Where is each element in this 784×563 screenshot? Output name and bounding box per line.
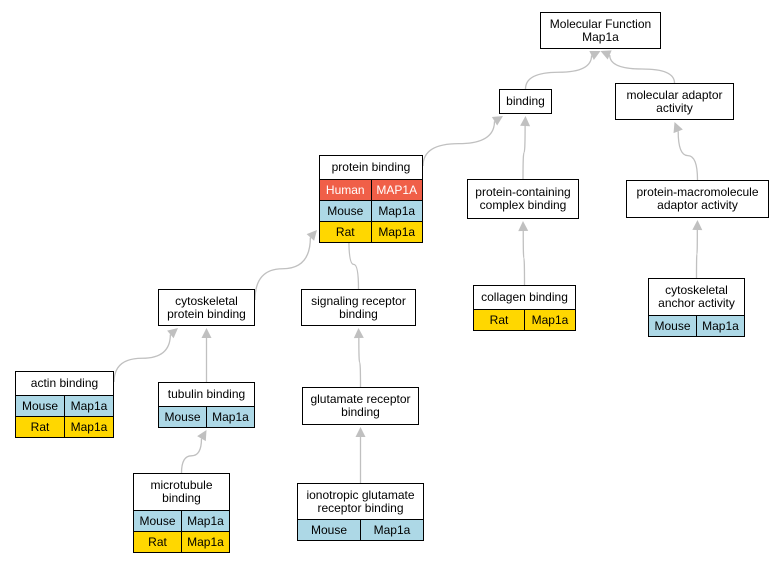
- annotation-row-rat: Rat Map1a: [320, 221, 422, 242]
- arrowhead-icon: [201, 328, 212, 338]
- gene-cell: Map1a: [64, 417, 113, 437]
- edge-line: [522, 230, 526, 286]
- arrowhead-icon: [353, 328, 364, 339]
- go-term-label: protein-macromolecule adaptor activity: [636, 185, 759, 212]
- gene-cell: Map1a: [181, 532, 229, 552]
- go-term-signaling-receptor-binding: signaling receptor binding: [301, 289, 416, 326]
- edge-line: [609, 54, 676, 84]
- annotation-row-mouse: Mouse Map1a: [649, 315, 744, 336]
- edge-line: [422, 121, 496, 167]
- edge-line: [254, 237, 312, 301]
- gene-cell: Map1a: [370, 222, 423, 242]
- go-term-label: Molecular Function Map1a: [549, 16, 652, 44]
- gene-cell: Map1a: [206, 407, 254, 427]
- go-term-protein-complex-binding: protein-containing complex binding: [467, 179, 579, 219]
- gene-cell: Map1a: [370, 201, 423, 221]
- go-term-label: tubulin binding: [167, 387, 246, 401]
- go-term-label: protein binding: [331, 160, 411, 174]
- go-term-label: protein-containing complex binding: [475, 185, 571, 212]
- annotation-row-mouse: Mouse Map1a: [134, 510, 229, 531]
- arrowhead-icon: [589, 51, 601, 60]
- go-term-label: cytoskeletal protein binding: [167, 293, 246, 321]
- arrowhead-icon: [692, 220, 703, 231]
- go-term-label: signaling receptor binding: [311, 293, 406, 321]
- species-cell: Rat: [489, 313, 509, 327]
- gene-cell: Map1a: [181, 511, 229, 531]
- arrowhead-icon: [306, 230, 317, 241]
- species-cell: Mouse: [327, 204, 364, 218]
- annotation-row-rat: Rat Map1a: [134, 531, 229, 552]
- annotation-row-rat: Rat Map1a: [16, 416, 113, 437]
- arrowhead-icon: [673, 122, 683, 134]
- edge-line: [180, 438, 203, 474]
- gene-cell: Map1a: [64, 396, 113, 416]
- gene-cell: MAP1A: [370, 180, 423, 200]
- arrowhead-icon: [355, 427, 366, 437]
- edge-line: [677, 131, 699, 181]
- edge-line: [348, 239, 360, 290]
- annotation-row-mouse: Mouse Map1a: [298, 519, 423, 540]
- arrowhead-icon: [197, 430, 207, 442]
- go-term-label: microtubule binding: [150, 478, 213, 505]
- edge-line: [358, 337, 362, 388]
- go-term-protein-macromolecule-adaptor: protein-macromolecule adaptor activity: [626, 180, 769, 218]
- gene-cell: Map1a: [524, 310, 575, 330]
- go-term-label: cytoskeletal anchor activity: [658, 283, 735, 310]
- go-term-label: actin binding: [30, 376, 99, 390]
- annotation-row-mouse: Mouse Map1a: [16, 395, 113, 416]
- go-term-glutamate-receptor-binding: glutamate receptor binding: [302, 387, 419, 425]
- edge-line: [113, 334, 172, 383]
- species-cell: Rat: [30, 420, 50, 434]
- go-term-cytoskeletal-protein-binding: cytoskeletal protein binding: [158, 289, 255, 326]
- arrowhead-icon: [167, 328, 178, 339]
- arrowhead-icon: [491, 116, 503, 126]
- edge-line: [695, 229, 698, 279]
- go-term-label: molecular adaptor activity: [626, 87, 723, 115]
- species-cell: Mouse: [164, 410, 201, 424]
- arrowhead-icon: [600, 50, 612, 60]
- edge-line: [524, 55, 593, 90]
- go-term-label: collagen binding: [481, 290, 568, 304]
- species-cell: Rat: [148, 535, 167, 549]
- go-term-binding: binding: [499, 89, 552, 114]
- go-term-label: ionotropic glutamate receptor binding: [306, 487, 415, 515]
- go-term-mf-root: Molecular Function Map1a: [540, 12, 661, 49]
- go-term-molecular-adaptor: molecular adaptor activity: [615, 83, 734, 120]
- species-cell: Human: [325, 183, 365, 197]
- annotation-row-rat: Rat Map1a: [474, 309, 575, 330]
- arrowhead-icon: [518, 221, 529, 232]
- edge-line: [522, 125, 526, 180]
- gene-cell: Map1a: [360, 520, 423, 540]
- gene-cell: Map1a: [696, 316, 744, 336]
- species-cell: Rat: [335, 225, 355, 239]
- species-cell: Mouse: [21, 399, 59, 413]
- species-cell: Mouse: [310, 523, 348, 537]
- species-cell: Mouse: [139, 514, 176, 528]
- species-cell: Mouse: [654, 319, 691, 333]
- annotation-row-mouse: Mouse Map1a: [320, 200, 422, 221]
- annotation-row-human: Human MAP1A: [320, 179, 422, 200]
- arrowhead-icon: [520, 116, 531, 127]
- go-term-label: binding: [506, 94, 545, 108]
- go-term-label: glutamate receptor binding: [310, 392, 411, 419]
- annotation-row-mouse: Mouse Map1a: [159, 406, 254, 427]
